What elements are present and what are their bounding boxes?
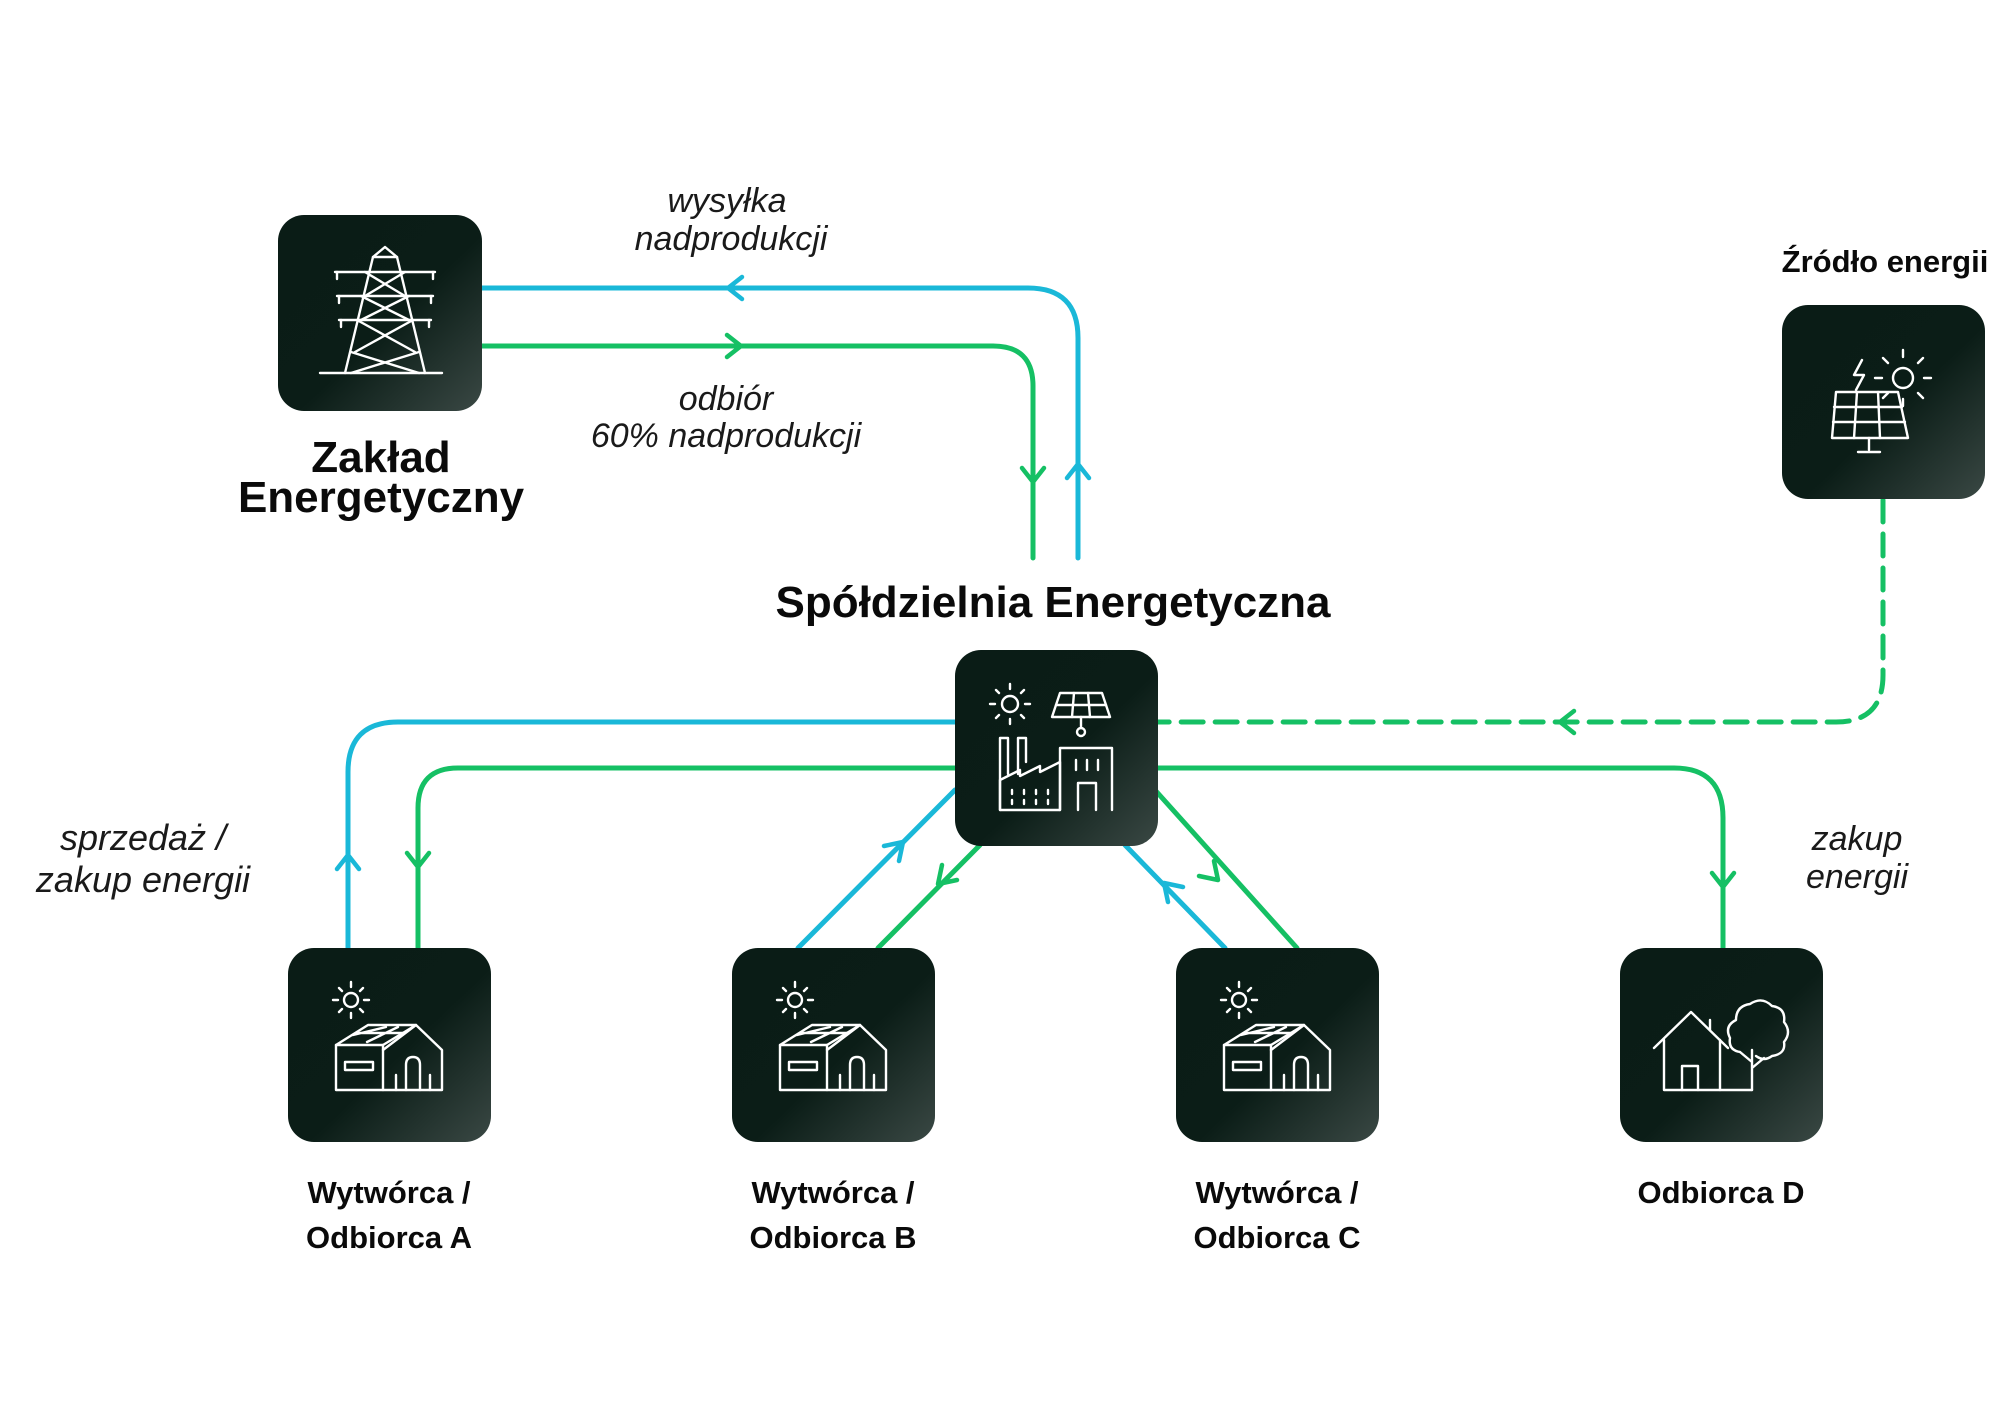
flow-line-c-green xyxy=(1152,787,1300,951)
arrow-a-down xyxy=(404,850,432,870)
flow-line-export xyxy=(477,285,1081,561)
producer-c-label-line2: Odbiorca C xyxy=(1193,1220,1360,1255)
arrow-c-up xyxy=(1161,880,1186,905)
producer-b-node xyxy=(732,948,935,1142)
arrow-export-up xyxy=(1064,461,1092,481)
intake-label-line1: odbiór xyxy=(679,380,775,418)
flow-line-source xyxy=(1155,497,1886,725)
solar-house-icon xyxy=(1219,980,1332,1092)
arrow-intake xyxy=(724,332,744,360)
coop-label: Spółdzielnia Energetyczna xyxy=(775,578,1331,627)
utility-label-line1: Zakład xyxy=(311,433,450,482)
arrow-intake-down xyxy=(1019,465,1047,485)
house-tree-icon xyxy=(1652,999,1790,1092)
arrow-source xyxy=(1557,708,1577,736)
purchase-label-line1: zakup xyxy=(1811,820,1903,858)
flow-line-a-blue xyxy=(345,719,958,951)
arrow-a-up xyxy=(334,852,362,872)
factory-solar-icon xyxy=(988,682,1114,812)
trade-label-line1: sprzedaż / xyxy=(60,817,230,858)
producer-a-label-line1: Wytwórca / xyxy=(307,1175,470,1210)
arrow-b-up xyxy=(881,839,906,864)
utility-label-line2: Energetyczny xyxy=(238,473,525,522)
export-label-line1: wysyłka xyxy=(667,182,786,220)
arrow-export xyxy=(725,274,745,302)
flow-line-a-green xyxy=(415,765,958,951)
source-node xyxy=(1782,305,1985,499)
producer-a-label-line2: Odbiorca A xyxy=(306,1220,472,1255)
consumer-d-label: Odbiorca D xyxy=(1637,1175,1804,1210)
coop-node xyxy=(955,650,1158,846)
producer-b-label-line1: Wytwórca / xyxy=(751,1175,914,1210)
producer-a-node xyxy=(288,948,491,1142)
arrow-b-down xyxy=(935,862,960,887)
flow-line-b-blue xyxy=(795,787,958,951)
trade-label-line2: zakup energii xyxy=(35,859,251,900)
flow-line-intake xyxy=(477,343,1036,561)
producer-b-label-line2: Odbiorca B xyxy=(749,1220,916,1255)
producer-c-label-line1: Wytwórca / xyxy=(1195,1175,1358,1210)
solar-house-icon xyxy=(331,980,444,1092)
export-label-line2: nadprodukcji xyxy=(635,220,829,258)
solar-panel-sun-icon xyxy=(1830,348,1933,454)
consumer-d-node xyxy=(1620,948,1823,1142)
flow-line-d xyxy=(1155,765,1726,951)
solar-house-icon xyxy=(775,980,888,1092)
power-pylon-icon xyxy=(318,245,444,375)
utility-node xyxy=(278,215,482,411)
arrow-d-down xyxy=(1709,870,1737,890)
source-label: Źródło energii xyxy=(1782,244,1989,279)
intake-label-line2: 60% nadprodukcji xyxy=(591,417,863,455)
purchase-label-line2: energii xyxy=(1806,858,1910,896)
flow-line-b-green xyxy=(875,842,983,951)
producer-c-node xyxy=(1176,948,1379,1142)
arrow-c-down xyxy=(1196,858,1221,883)
flow-line-c-blue xyxy=(1122,842,1228,951)
